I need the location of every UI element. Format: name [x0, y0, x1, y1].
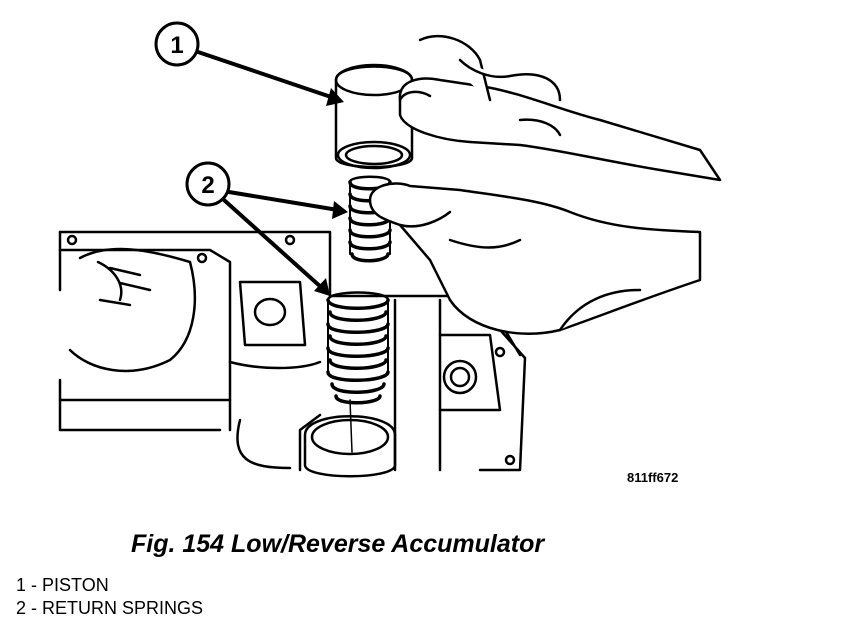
- callout-1: 1: [154, 21, 344, 106]
- callout-2-number: 2: [201, 172, 214, 199]
- callout-2: 2: [185, 161, 348, 296]
- accumulator-bore: [303, 399, 397, 478]
- hand-lower: [368, 182, 702, 335]
- figure-code: 811ff672: [627, 470, 679, 485]
- legend-item-piston: 1 - PISTON: [16, 575, 109, 595]
- lower-return-spring: [326, 291, 390, 405]
- legend-item-return-springs: 2 - RETURN SPRINGS: [16, 598, 204, 618]
- callout-1-number: 1: [170, 32, 183, 59]
- hand-upper: [398, 34, 722, 182]
- legend: 1 - PISTON 2 - RETURN SPRINGS: [16, 574, 203, 620]
- figure-caption: Fig. 154 Low/Reverse Accumulator: [131, 530, 545, 558]
- piston: [334, 63, 414, 170]
- accumulator-illustration: 1 2: [58, 21, 722, 478]
